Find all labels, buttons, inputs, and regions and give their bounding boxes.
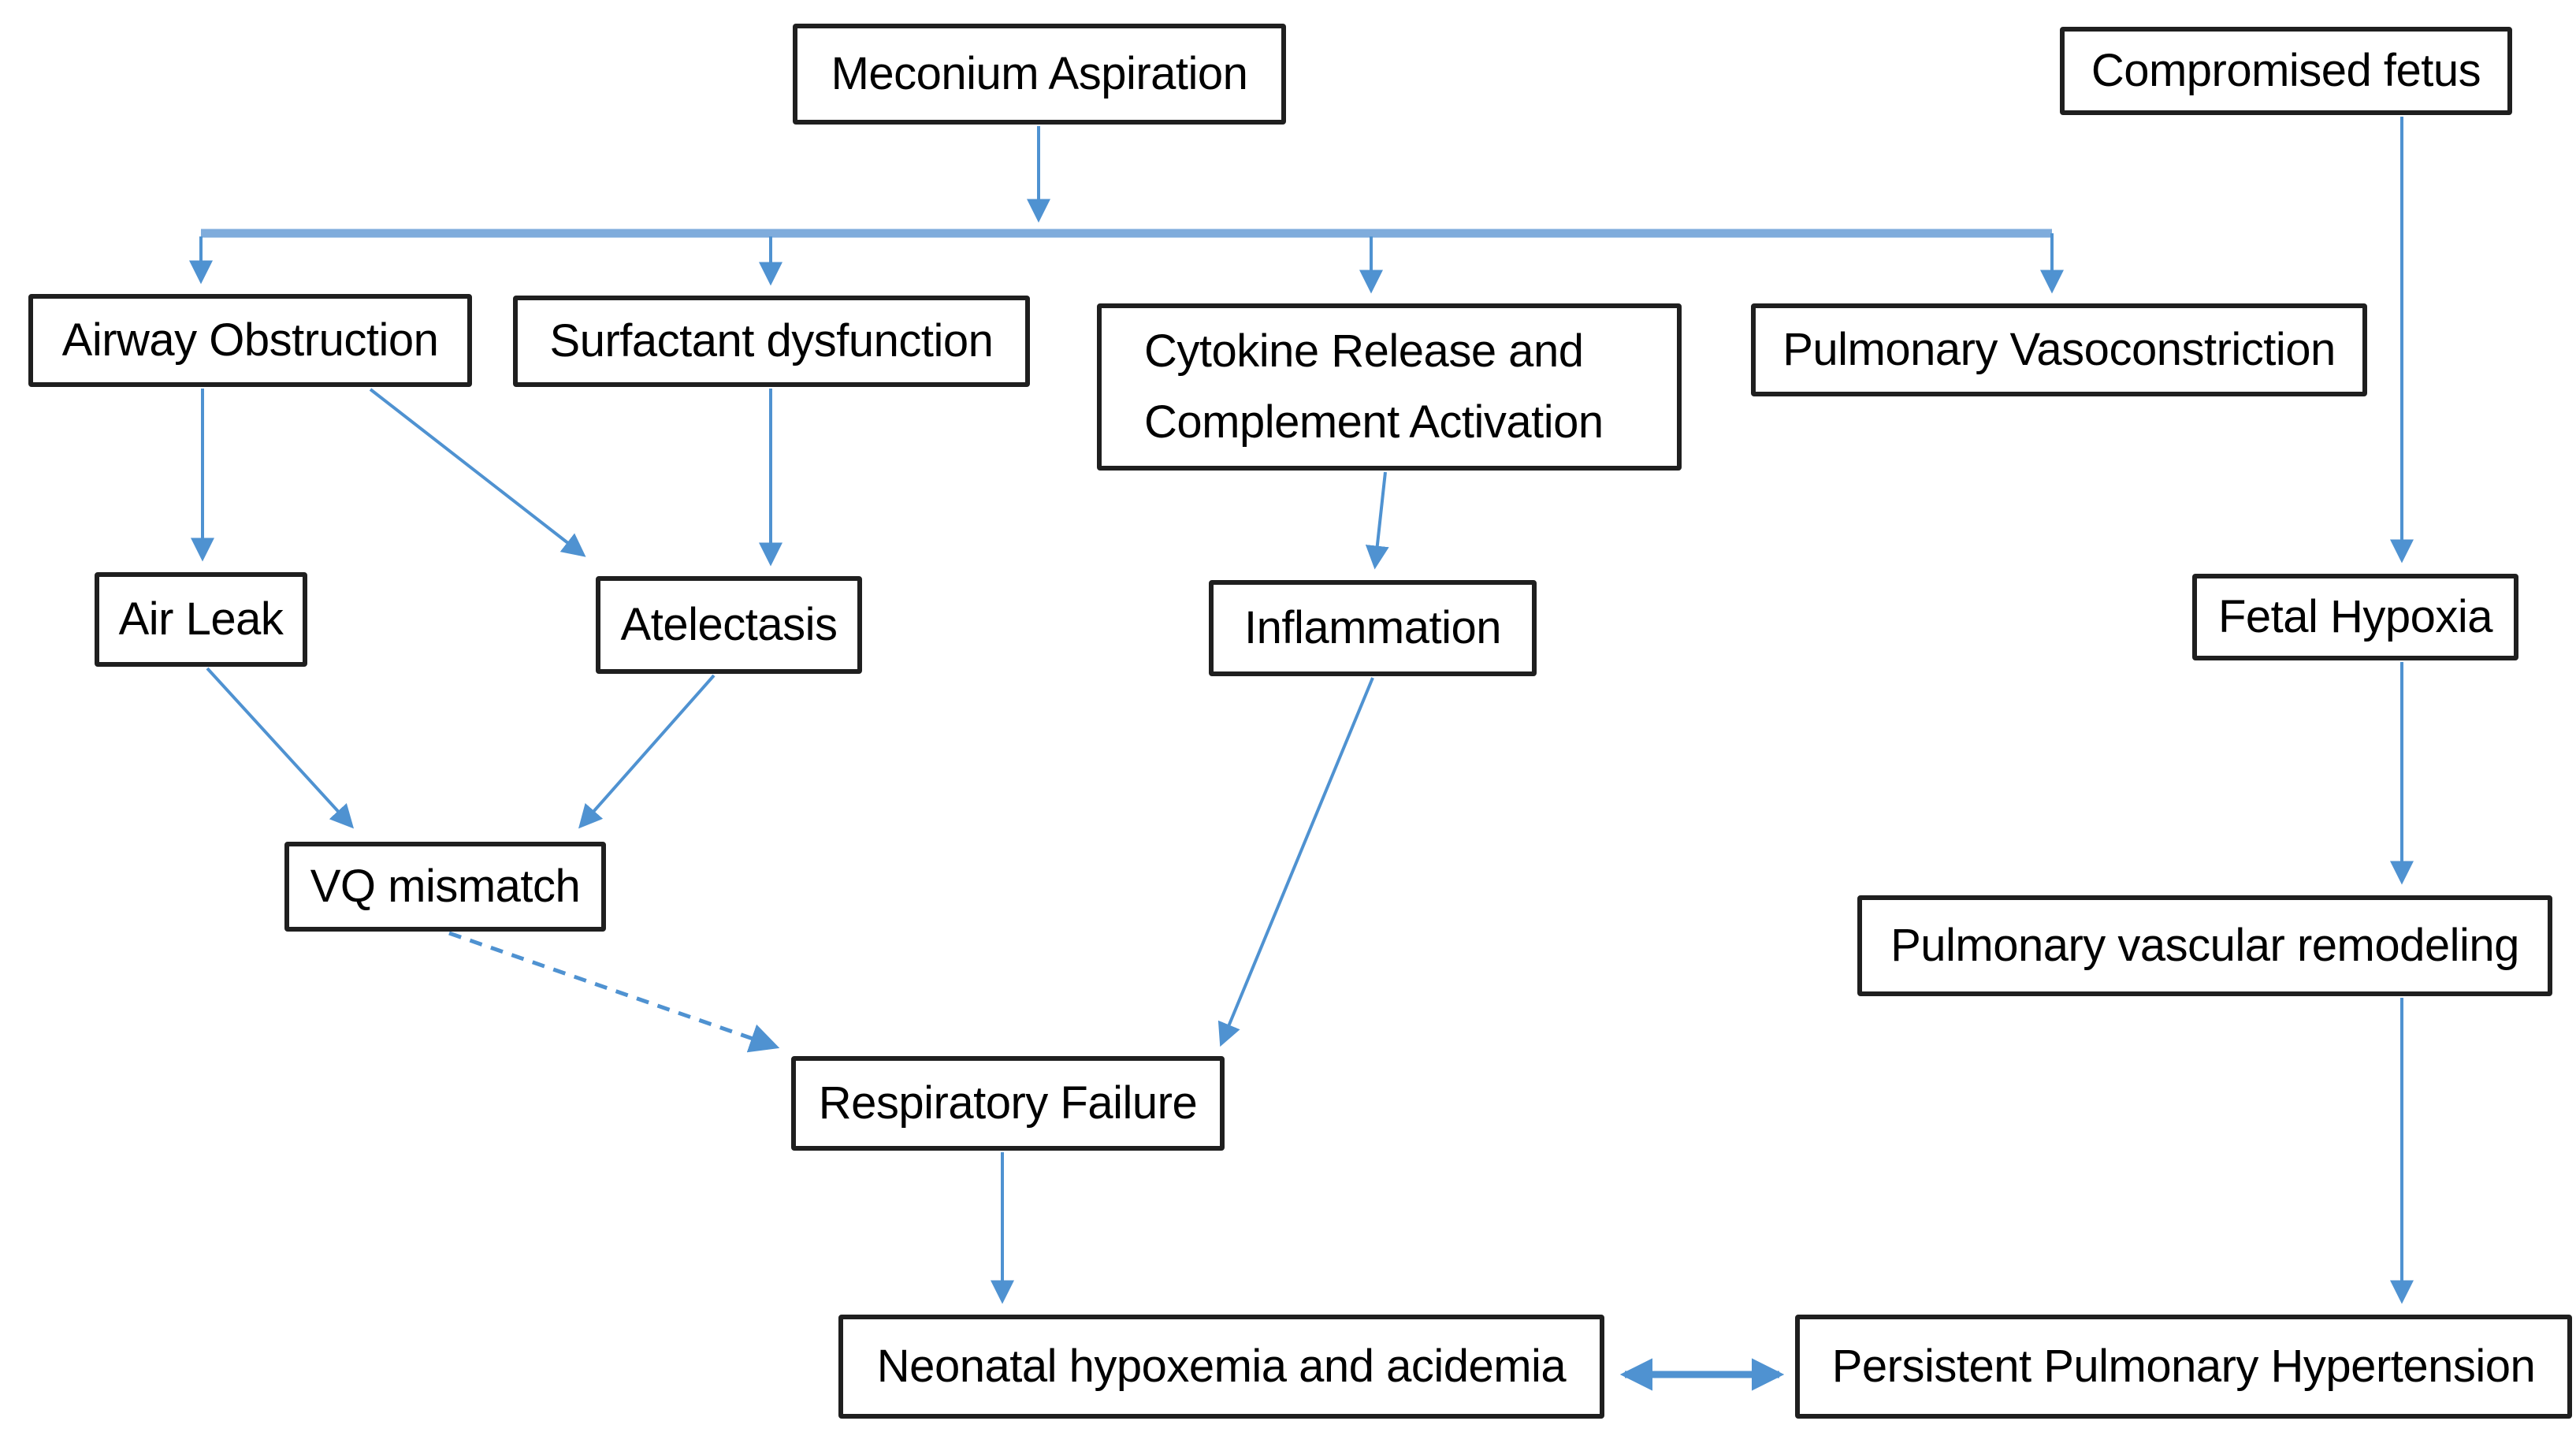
edge-cytokine-to-inflammation xyxy=(1365,471,1389,570)
node-cytokine-release: Cytokine Release and Complement Activati… xyxy=(1097,303,1682,471)
node-inflammation-label: Inflammation xyxy=(1243,601,1502,653)
node-atelectasis-label: Atelectasis xyxy=(620,598,838,650)
node-surfactant-dysfunction-label: Surfactant dysfunction xyxy=(549,314,994,366)
node-pulmonary-vasoconstriction: Pulmonary Vasoconstriction xyxy=(1751,303,2367,396)
node-air-leak: Air Leak xyxy=(95,572,307,667)
node-pulmonary-vasoconstriction-label: Pulmonary Vasoconstriction xyxy=(1782,323,2336,375)
node-persistent-pulmonary-hypertension-label: Persistent Pulmonary Hypertension xyxy=(1831,1340,2536,1392)
node-airway-obstruction: Airway Obstruction xyxy=(28,294,472,387)
node-respiratory-failure: Respiratory Failure xyxy=(791,1056,1225,1151)
node-meconium-aspiration: Meconium Aspiration xyxy=(793,24,1286,125)
node-cytokine-release-label: Cytokine Release and Complement Activati… xyxy=(1144,325,1604,448)
node-pulmonary-vascular-remodeling: Pulmonary vascular remodeling xyxy=(1857,895,2552,996)
node-atelectasis: Atelectasis xyxy=(596,576,862,674)
node-persistent-pulmonary-hypertension: Persistent Pulmonary Hypertension xyxy=(1795,1315,2572,1419)
edge-atelectasis-to-vq-mismatch xyxy=(578,674,716,829)
node-inflammation: Inflammation xyxy=(1209,580,1537,676)
edge-air-leak-to-vq-mismatch xyxy=(206,667,355,829)
edge-airway-obstruction-to-atelectasis xyxy=(369,388,586,557)
node-vq-mismatch-label: VQ mismatch xyxy=(310,860,581,912)
node-air-leak-label: Air Leak xyxy=(118,593,284,645)
node-compromised-fetus: Compromised fetus xyxy=(2060,27,2512,115)
node-neonatal-hypoxemia-label: Neonatal hypoxemia and acidemia xyxy=(876,1340,1567,1392)
node-vq-mismatch: VQ mismatch xyxy=(284,842,606,932)
node-fetal-hypoxia-label: Fetal Hypoxia xyxy=(2217,590,2493,642)
node-fetal-hypoxia: Fetal Hypoxia xyxy=(2192,574,2518,660)
node-compromised-fetus-label: Compromised fetus xyxy=(2091,44,2481,96)
node-meconium-aspiration-label: Meconium Aspiration xyxy=(831,47,1248,99)
node-neonatal-hypoxemia: Neonatal hypoxemia and acidemia xyxy=(838,1315,1604,1419)
edge-vq-mismatch-to-respiratory-failure xyxy=(448,931,780,1053)
node-respiratory-failure-label: Respiratory Failure xyxy=(818,1077,1198,1129)
edge-inflammation-to-respiratory-failure xyxy=(1217,677,1374,1047)
node-pulmonary-vascular-remodeling-label: Pulmonary vascular remodeling xyxy=(1890,919,2519,971)
node-surfactant-dysfunction: Surfactant dysfunction xyxy=(513,296,1030,387)
node-airway-obstruction-label: Airway Obstruction xyxy=(61,314,439,366)
